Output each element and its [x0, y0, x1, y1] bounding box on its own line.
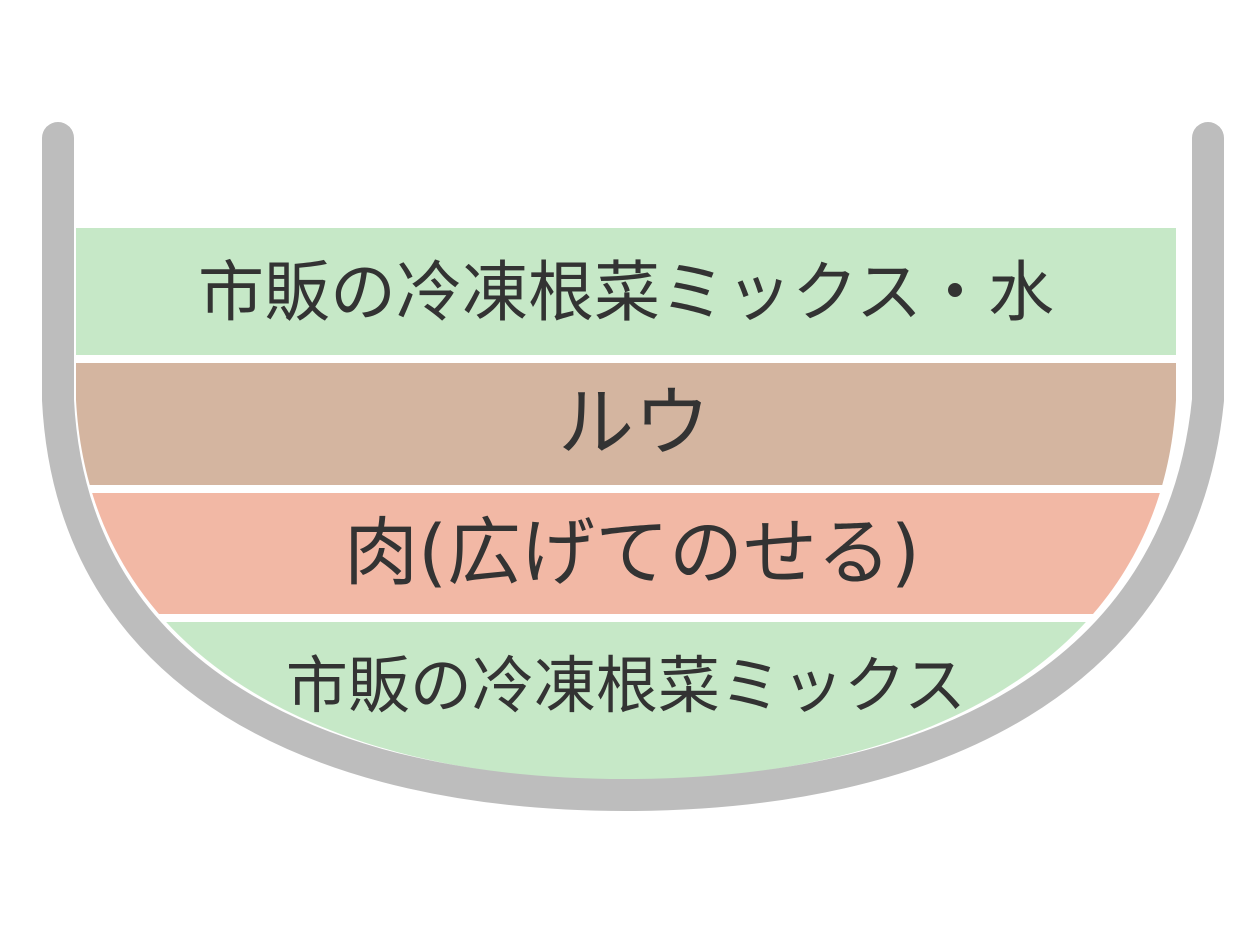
layer-band-meat: [76, 493, 1176, 614]
layer-label-meat: 肉(広げてのせる): [344, 510, 920, 596]
layer-band-vegetables-water: [76, 228, 1176, 355]
pot-outline: [42, 122, 1224, 811]
layer-band-roux: [76, 363, 1176, 485]
layer-label-roux: ルウ: [558, 378, 710, 467]
layer-label-vegetables-water: 市販の冷凍根菜ミックス・水: [198, 254, 1054, 331]
layer-label-vegetables: 市販の冷凍根菜ミックス: [286, 649, 966, 722]
